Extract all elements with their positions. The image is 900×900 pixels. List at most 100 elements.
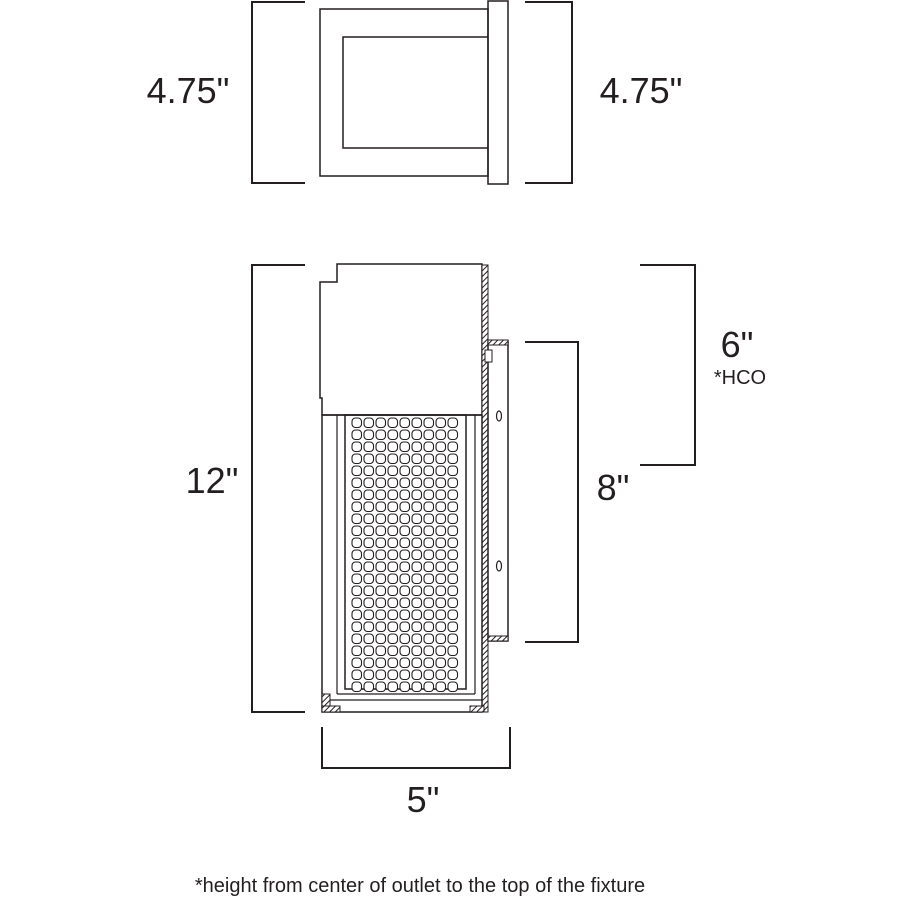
perforation-hole xyxy=(411,609,423,621)
perforation-hole xyxy=(375,477,387,489)
upper-housing xyxy=(319,263,483,416)
perforation-hole xyxy=(375,429,387,441)
perforation-hole xyxy=(435,585,447,597)
perforation-hole xyxy=(423,501,435,513)
perforation-hole xyxy=(411,429,423,441)
perforation-hole xyxy=(375,501,387,513)
perforation-hole xyxy=(351,657,363,669)
perforation-hole xyxy=(363,573,375,585)
perforation-hole xyxy=(363,513,375,525)
perforation-hole xyxy=(363,465,375,477)
width-label: 5" xyxy=(407,779,440,820)
height-label: 12" xyxy=(186,460,239,501)
perforation-hole xyxy=(351,561,363,573)
perforation-hole xyxy=(387,609,399,621)
perforation-hole xyxy=(435,501,447,513)
perforation-hole xyxy=(387,621,399,633)
perforation-hole xyxy=(447,573,459,585)
perforation-hole xyxy=(351,513,363,525)
perforation-hole xyxy=(411,597,423,609)
perforation-hole xyxy=(387,501,399,513)
wall-plate xyxy=(487,0,509,185)
bracket-bottom-hatch xyxy=(487,635,509,642)
perforation-hole xyxy=(387,453,399,465)
perforation-hole xyxy=(399,609,411,621)
perforation-grid xyxy=(351,417,459,693)
perforation-hole xyxy=(435,561,447,573)
perforation-hole xyxy=(411,585,423,597)
perforation-hole xyxy=(363,645,375,657)
perforation-hole xyxy=(435,621,447,633)
perforation-hole xyxy=(411,669,423,681)
perforation-hole xyxy=(411,477,423,489)
mounting-bracket xyxy=(487,340,509,642)
perforation-hole xyxy=(387,465,399,477)
perforation-hole xyxy=(435,549,447,561)
perforation-hole xyxy=(423,573,435,585)
perforation-hole xyxy=(435,681,447,693)
perforation-hole xyxy=(363,477,375,489)
perforation-hole xyxy=(447,645,459,657)
perforation-hole xyxy=(435,465,447,477)
perforation-hole xyxy=(399,549,411,561)
perforation-hole xyxy=(399,597,411,609)
perforation-hole xyxy=(351,621,363,633)
perforation-hole xyxy=(387,549,399,561)
perforation-hole xyxy=(435,609,447,621)
perforation-hole xyxy=(363,609,375,621)
perforation-hole xyxy=(435,525,447,537)
perforation-hole xyxy=(399,489,411,501)
perforation-hole xyxy=(423,585,435,597)
perforation-hole xyxy=(411,681,423,693)
bracket-tab xyxy=(484,349,493,363)
perforation-hole xyxy=(447,681,459,693)
perforation-hole xyxy=(435,417,447,429)
perforation-hole xyxy=(387,537,399,549)
perforation-hole xyxy=(387,669,399,681)
perforation-hole xyxy=(387,489,399,501)
bracket-top-hatch xyxy=(487,339,509,346)
perforation-hole xyxy=(387,561,399,573)
perforation-hole xyxy=(411,561,423,573)
top-view: 4.75" 4.75" xyxy=(147,0,682,185)
width-bracket xyxy=(321,727,511,769)
perforation-hole xyxy=(435,489,447,501)
perforation-hole xyxy=(375,645,387,657)
perforation-hole xyxy=(447,441,459,453)
perforation-hole xyxy=(447,417,459,429)
perforation-hole xyxy=(351,573,363,585)
perforation-hole xyxy=(351,465,363,477)
perforation-hole xyxy=(399,621,411,633)
perforation-hole xyxy=(351,681,363,693)
perforation-hole xyxy=(399,477,411,489)
perforation-hole xyxy=(351,501,363,513)
perforation-hole xyxy=(363,429,375,441)
perforation-hole xyxy=(387,681,399,693)
perforation-hole xyxy=(375,465,387,477)
perforation-hole xyxy=(447,609,459,621)
hco-bracket xyxy=(640,264,696,466)
perforation-hole xyxy=(387,429,399,441)
perforation-hole xyxy=(363,621,375,633)
perforation-hole xyxy=(411,417,423,429)
perforation-hole xyxy=(375,597,387,609)
perforation-hole xyxy=(375,657,387,669)
perforation-hole xyxy=(387,597,399,609)
perforation-hole xyxy=(411,501,423,513)
perforation-hole xyxy=(375,441,387,453)
perforation-hole xyxy=(435,657,447,669)
perforation-hole xyxy=(411,657,423,669)
base-hatch-left-bottom xyxy=(321,705,341,713)
perforation-hole xyxy=(423,513,435,525)
perforation-hole xyxy=(351,609,363,621)
perforation-hole xyxy=(447,477,459,489)
perforation-hole xyxy=(399,633,411,645)
perforation-hole xyxy=(375,585,387,597)
perforation-hole xyxy=(363,561,375,573)
perforation-hole xyxy=(363,537,375,549)
perforation-hole xyxy=(423,429,435,441)
perforation-hole xyxy=(411,489,423,501)
perforation-hole xyxy=(423,657,435,669)
perforation-hole xyxy=(363,585,375,597)
